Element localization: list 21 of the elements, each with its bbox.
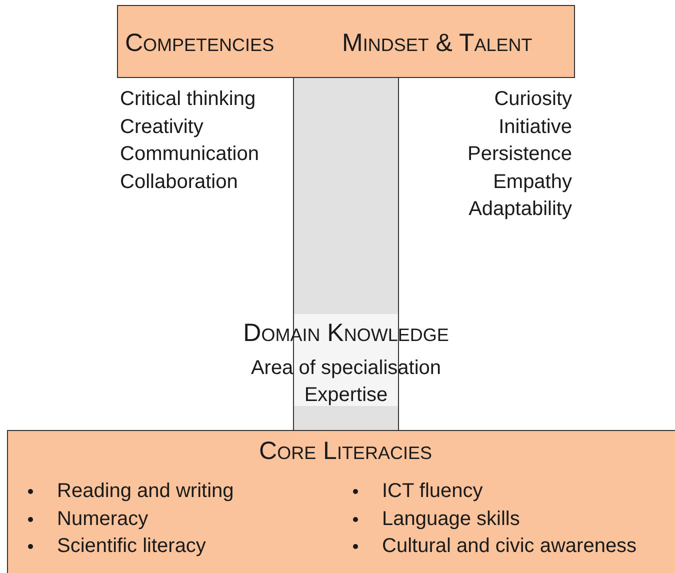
list-item: Persistence: [468, 142, 572, 167]
list-item: ICT fluency: [382, 479, 483, 504]
list-item: Numeracy: [57, 506, 148, 532]
list-item: Empathy: [493, 170, 572, 194]
list-item: Curiosity: [494, 87, 572, 112]
list-item: Critical thinking: [120, 87, 256, 112]
list-item: Communication: [120, 142, 259, 167]
heading: Competencies: [125, 29, 274, 58]
list-item: Creativity: [120, 114, 204, 140]
heading: Mindset & Talent: [342, 29, 532, 58]
list-item: Initiative: [498, 114, 572, 140]
base-bar: [7, 430, 675, 573]
list-item: Language skills: [382, 506, 520, 532]
list-item: Adaptability: [468, 197, 572, 222]
list-item: Scientific literacy: [57, 534, 206, 559]
list-item: Collaboration: [120, 170, 238, 194]
text-line: Expertise: [303, 383, 389, 408]
heading: Core Literacies: [258, 437, 433, 466]
list-item: Reading and writing: [57, 479, 234, 504]
list-item: Cultural and civic awareness: [382, 534, 637, 559]
header-bar: [117, 5, 575, 78]
